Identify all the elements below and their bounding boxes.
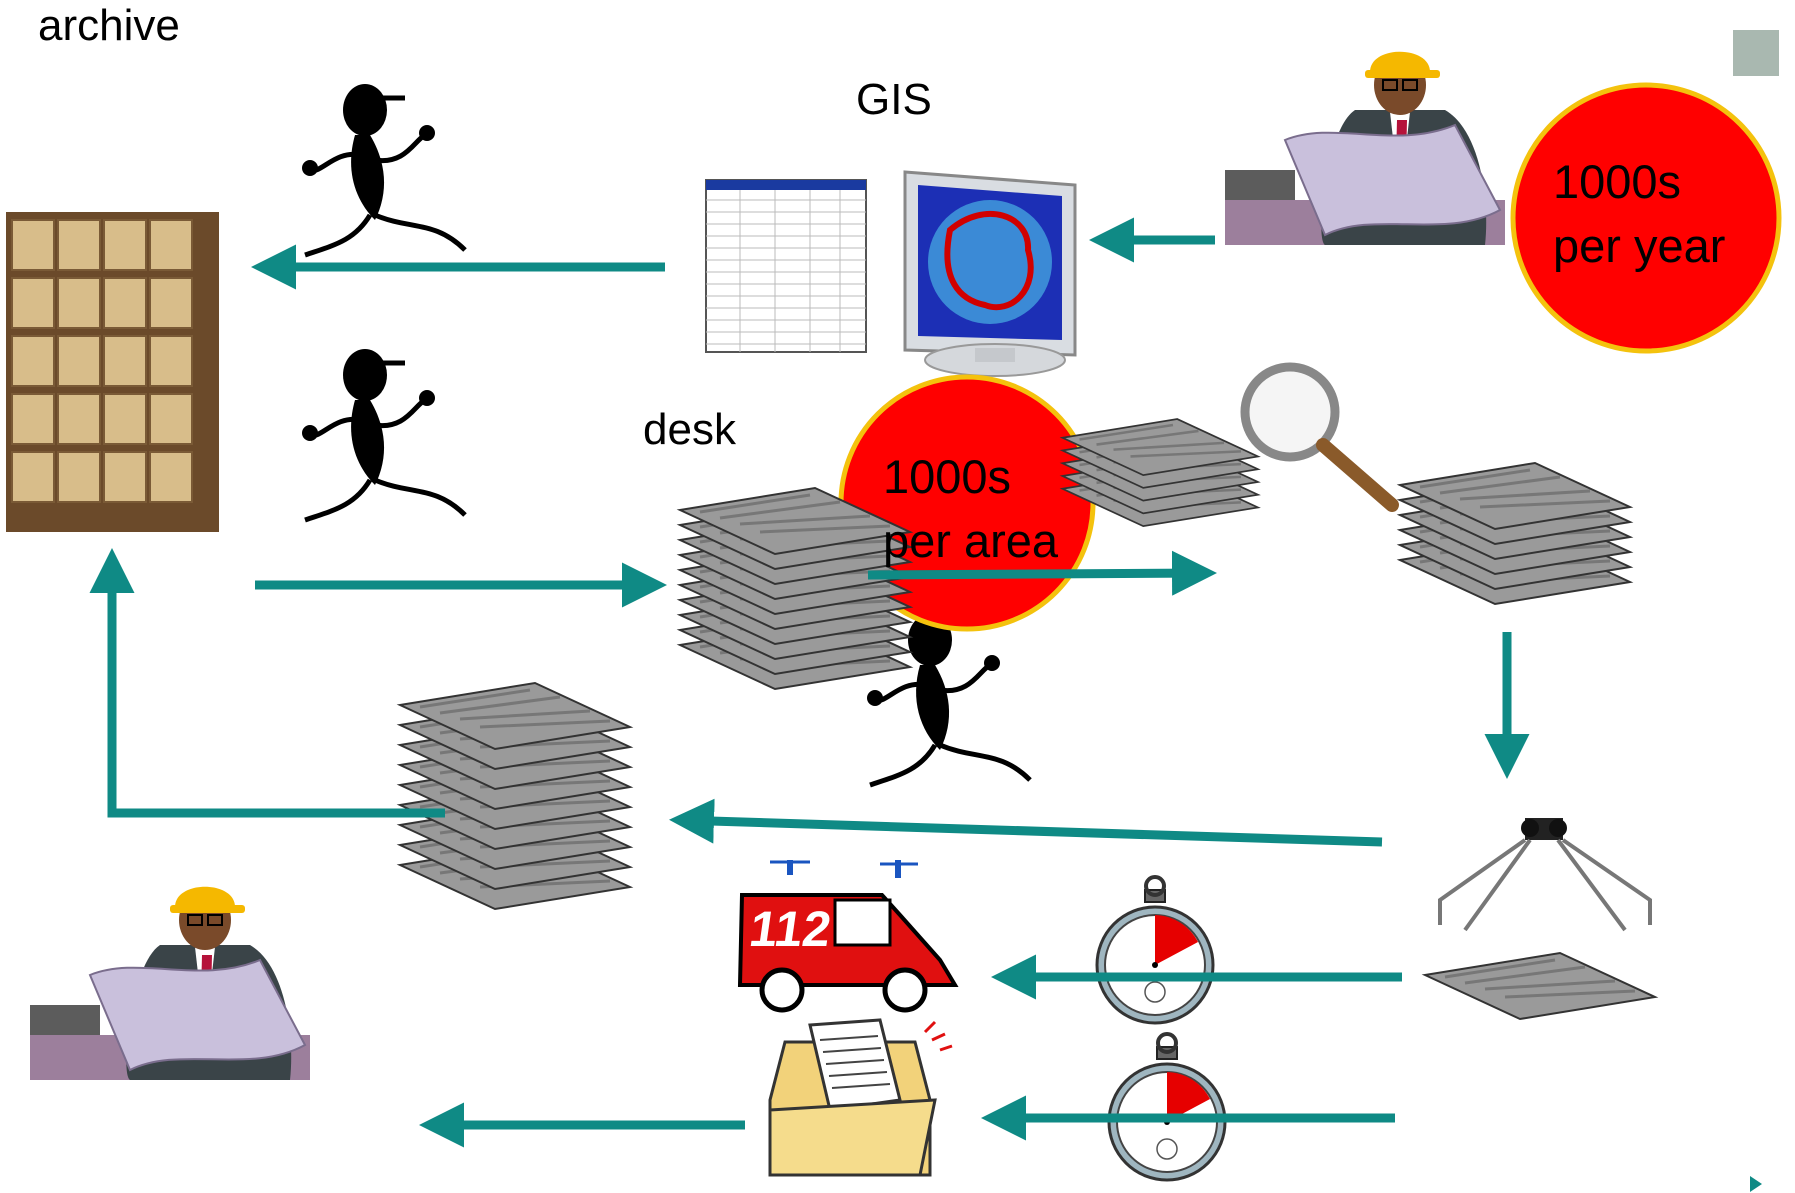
engineer-icon: [1224, 50, 1506, 246]
map-sheet-icon: [1423, 951, 1657, 1021]
stopwatch-icon: [1107, 1032, 1227, 1182]
archive-shelf-icon: [6, 212, 219, 532]
runner-icon: [302, 84, 465, 255]
badge-per-year: [1510, 82, 1782, 354]
map-stack-icon: [398, 681, 632, 911]
spreadsheet-icon: [705, 179, 867, 353]
next-slide-arrow-icon: [1750, 1176, 1762, 1192]
ambulance-icon: [737, 860, 959, 1013]
folder-icon: [768, 1018, 953, 1177]
stopwatch-icon: [1095, 875, 1215, 1025]
engineer-icon: [29, 885, 311, 1081]
arrow-desk-to-inspection: [867, 550, 1217, 596]
flow-arrows: [89, 217, 1530, 1148]
badge-per-area-count: 1000s: [883, 450, 1012, 503]
badge-per-area-text: 1000s per area: [883, 445, 1058, 573]
map-stack-icon: [1398, 461, 1632, 606]
label-archive: archive: [38, 1, 180, 50]
runner-icon: [302, 349, 465, 520]
magnifier-icon: [1240, 362, 1399, 512]
badge-per-year-unit: per year: [1553, 219, 1726, 272]
label-desk: desk: [643, 405, 736, 454]
stereoscope-icon: [1438, 818, 1652, 932]
badge-per-year-count: 1000s: [1553, 155, 1682, 208]
badge-per-area-unit: per area: [883, 514, 1059, 567]
ambulance-word: NOTRUF: [768, 876, 827, 892]
label-gis: GIS: [856, 75, 932, 124]
arrow-stereoscope-to-stack: [669, 798, 1383, 847]
badge-per-year-text: 1000s per year: [1553, 150, 1725, 278]
slide-bullet-square: [1733, 30, 1779, 76]
arrow-stack-to-archive: [89, 548, 445, 818]
gis-monitor-icon: [903, 170, 1077, 377]
map-stack-icon: [678, 486, 912, 691]
ambulance-number: 112: [746, 901, 835, 957]
